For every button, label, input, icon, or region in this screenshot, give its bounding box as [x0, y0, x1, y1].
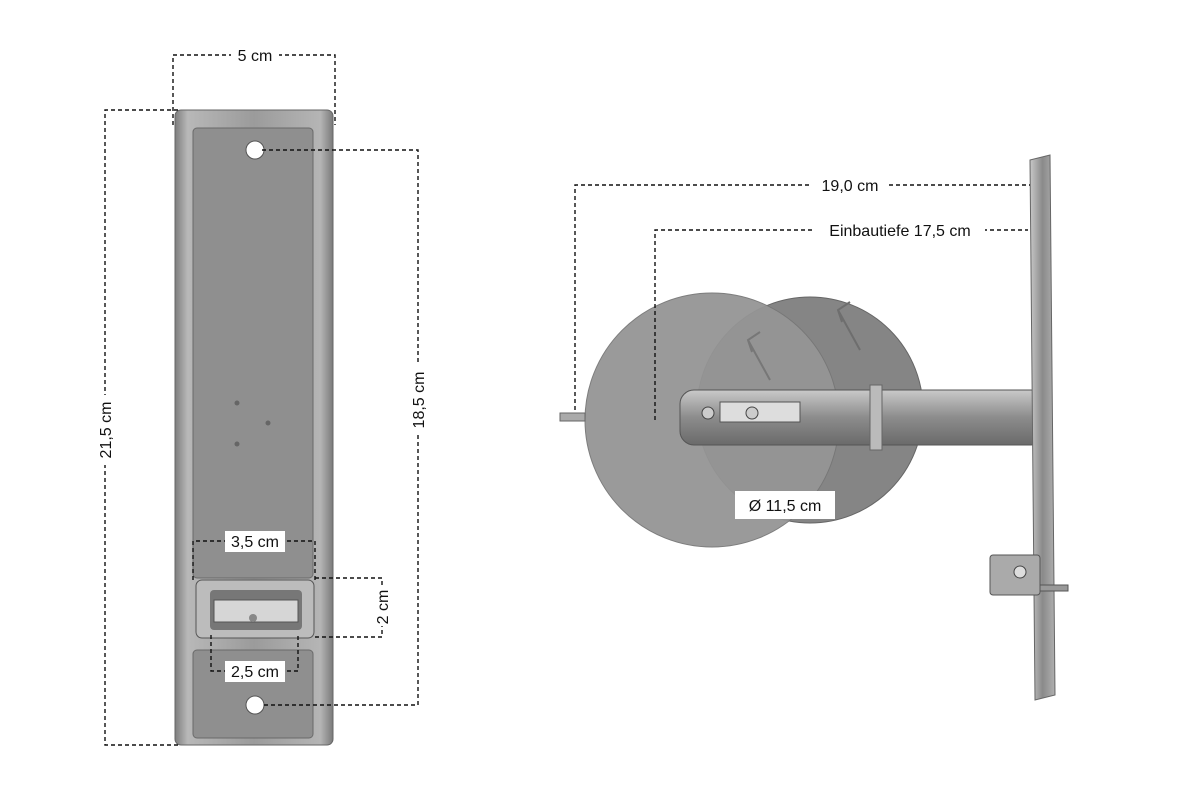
dim-total-depth: 19,0 cm — [574, 175, 1030, 410]
dim-install-depth: Einbautiefe 17,5 cm — [654, 220, 1028, 420]
front-plate — [174, 109, 334, 746]
dim-clip-width: 3,5 cm — [192, 531, 316, 580]
disc-diameter-label: Ø 11,5 cm — [749, 498, 822, 515]
clip — [195, 579, 315, 639]
clip-height-label: 2 cm — [375, 590, 392, 625]
clip-width-label: 3,5 cm — [231, 534, 279, 551]
hole-spacing-label: 18,5 cm — [411, 372, 428, 429]
bottom-mounting-hole — [245, 695, 265, 715]
dim-clip-inner-width: 2,5 cm — [210, 635, 299, 682]
side-assembly — [559, 154, 1069, 701]
total-depth-label: 19,0 cm — [822, 178, 879, 195]
dim-width: 5 cm — [172, 44, 336, 125]
disc-diameter: Ø 11,5 cm — [735, 491, 835, 519]
height-label: 21,5 cm — [98, 402, 115, 459]
dim-height: 21,5 cm — [94, 109, 178, 746]
install-depth-label: Einbautiefe 17,5 cm — [829, 223, 970, 240]
dim-clip-height: 2 cm — [315, 577, 393, 638]
top-mounting-hole — [245, 140, 265, 160]
width-label: 5 cm — [238, 48, 273, 65]
wall-plate — [1029, 154, 1056, 701]
clip-inner-width-label: 2,5 cm — [231, 664, 279, 681]
dim-hole-spacing: 18,5 cm — [262, 149, 429, 706]
